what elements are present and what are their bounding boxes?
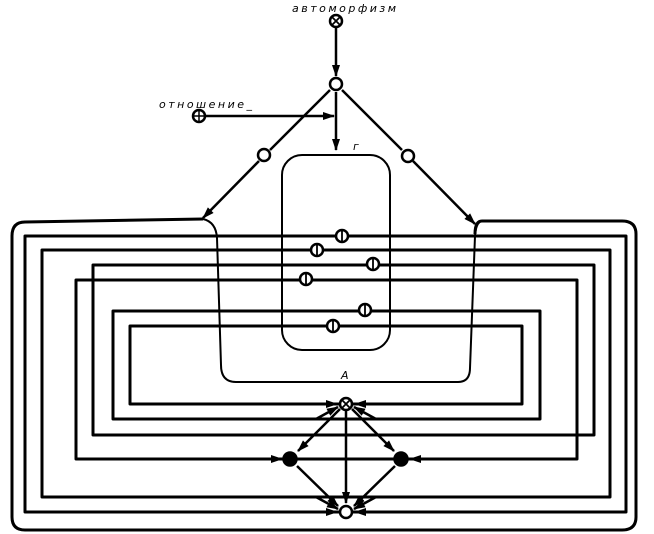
edge-right-branch-to-frame [412,160,476,225]
edge-top-to-left-filled [297,408,341,452]
node-hub-icon [328,76,344,92]
frame-connector-arrows [262,400,430,516]
node-right-filled-icon [393,451,409,467]
node-relation-icon [191,108,207,124]
frame-level-6 [128,324,524,406]
element-node-3-icon [365,256,381,272]
node-left-branch-icon [256,147,272,163]
edge-left-branch-to-frame [202,160,260,219]
label-automorphism: автоморфизм [292,2,399,15]
element-node-5-icon [357,302,373,318]
node-right-branch-icon [400,148,416,164]
element-node-6-icon [325,318,341,334]
edge-left-filled-to-bottom [296,465,339,507]
node-bottom-bottom-icon [338,504,354,520]
frame-level-1 [23,234,628,514]
element-node-2-icon [309,242,325,258]
edge-hub-to-left-branch [269,89,331,151]
set-r-boundary [281,154,391,351]
arrow-in-bottom-left-a [315,495,339,511]
nested-rectangles [10,217,638,532]
edge-right-filled-to-bottom [353,465,396,507]
node-bottom-top-crossed-icon [338,396,354,412]
label-set-r: г [353,140,361,153]
node-left-filled-icon [282,451,298,467]
label-relation: отношение_ [159,98,255,111]
frame-level-3 [91,263,596,437]
arrow-in-bottom-right-a [353,495,377,511]
arrow-in-top-right-b [353,405,377,421]
label-set-a: А [340,369,351,382]
edge-top-to-right-filled [351,408,395,452]
arrow-in-top-left-b [315,405,339,421]
frame-level-5 [111,309,542,421]
element-node-4-icon [298,271,314,287]
nodes [191,13,416,520]
set-a-boundary [202,218,483,383]
frame-level-4 [74,278,579,461]
node-head-crossed-icon [328,13,344,29]
bottom-edges [296,408,396,507]
frame-level-2 [40,248,612,499]
element-node-1-icon [334,228,350,244]
edge-hub-to-right-branch [341,89,403,151]
top-edges [202,28,476,225]
